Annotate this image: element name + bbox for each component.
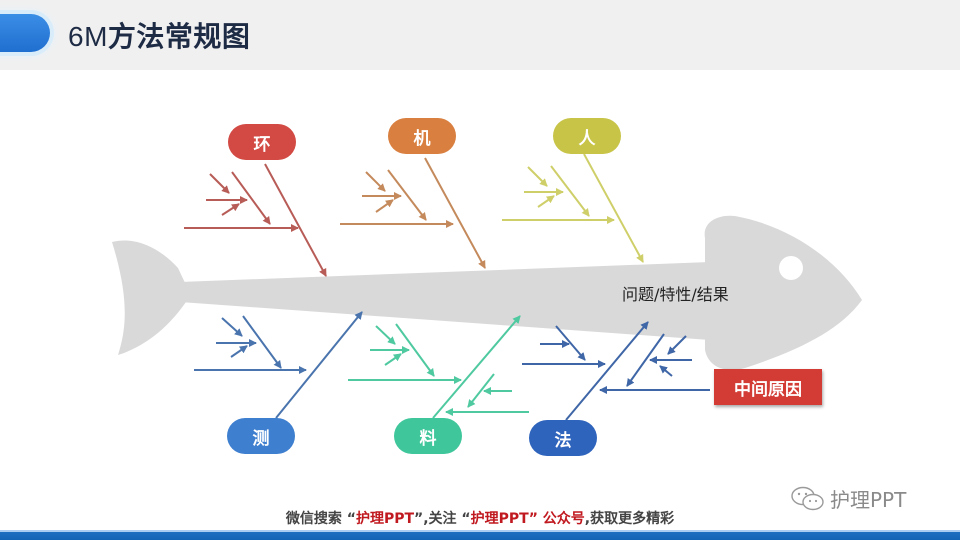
bone-people bbox=[502, 153, 644, 263]
page-title: 6M方法常规图 bbox=[68, 15, 250, 55]
category-people: 人 bbox=[553, 118, 621, 154]
watermark: 护理PPT bbox=[790, 484, 906, 513]
bone-machine bbox=[340, 157, 486, 269]
title-main: 方法常规图 bbox=[107, 20, 251, 53]
fish-tail bbox=[112, 240, 186, 355]
fish-spine bbox=[180, 262, 710, 340]
footer-promo: 微信搜索 “护理PPT”,关注 “护理PPT” 公众号,获取更多精彩 bbox=[285, 511, 675, 527]
middle-cause-label: 中间原因 bbox=[714, 369, 822, 405]
fish-head bbox=[704, 215, 862, 370]
watermark-text: 护理PPT bbox=[830, 488, 907, 512]
category-measurement: 测 bbox=[227, 418, 295, 454]
category-method: 法 bbox=[529, 420, 597, 456]
title-prefix: 6M bbox=[68, 21, 108, 52]
header-band: 6M方法常规图 bbox=[0, 0, 960, 70]
bone-environment bbox=[184, 163, 327, 277]
category-environment: 环 bbox=[228, 124, 296, 160]
bone-method bbox=[522, 321, 710, 421]
category-material: 料 bbox=[394, 418, 462, 454]
fish-body bbox=[112, 215, 862, 370]
bone-material bbox=[348, 315, 529, 419]
wechat-icon bbox=[791, 486, 824, 510]
category-machine: 机 bbox=[388, 118, 456, 154]
header-accent-pill bbox=[0, 14, 50, 52]
bone-measurement bbox=[194, 311, 363, 419]
bottom-bar bbox=[0, 530, 960, 540]
result-label: 问题/特性/结果 bbox=[622, 285, 729, 304]
fish-eye bbox=[779, 256, 803, 280]
